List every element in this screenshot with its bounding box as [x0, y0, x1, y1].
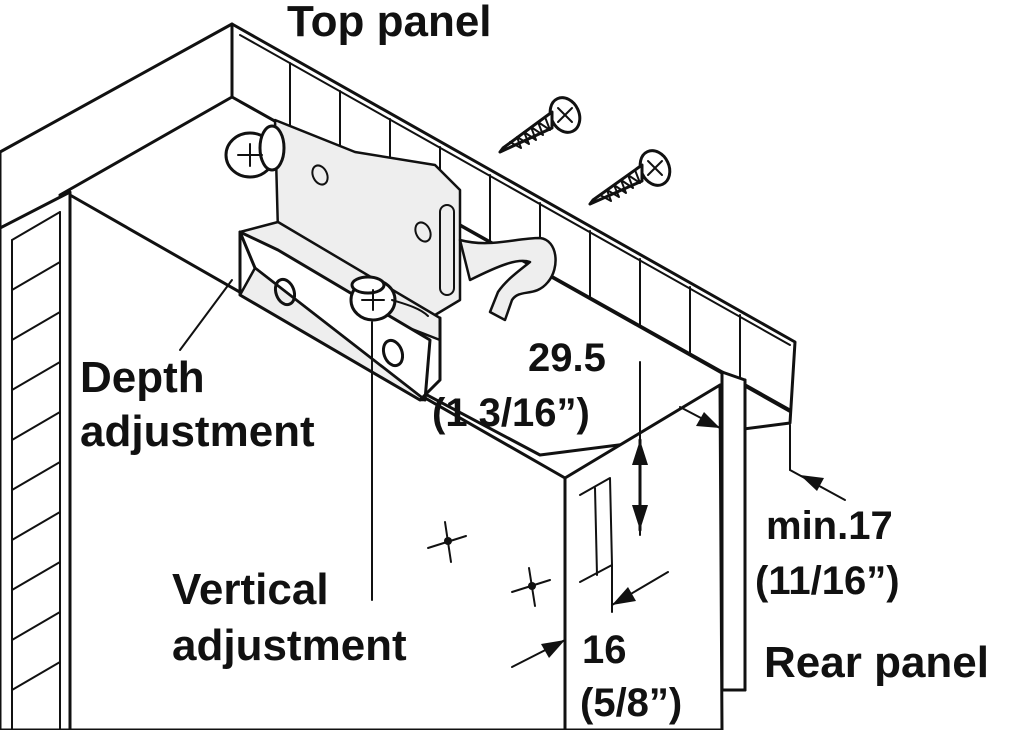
- label-top-panel: Top panel: [287, 0, 492, 46]
- dimension-16-mm: 16: [582, 628, 627, 672]
- drill-mark-2: [511, 567, 551, 607]
- cam-screw-vertical: [349, 275, 429, 322]
- dimension-16-inch: (5/8”): [580, 681, 683, 725]
- label-depth-adjustment-line1: Depth: [80, 353, 205, 402]
- wood-screw-2: [588, 149, 672, 206]
- rear-panel: [720, 370, 747, 692]
- label-depth-adjustment-line2: adjustment: [80, 407, 315, 456]
- cam-screw-top: [224, 124, 286, 179]
- side-panel: [0, 190, 72, 730]
- label-vertical-adjustment-line2: adjustment: [172, 621, 407, 670]
- wood-screw-1: [498, 96, 582, 154]
- drill-mark-1: [427, 521, 467, 563]
- dimension-min-17-mm: min.17: [766, 504, 893, 548]
- dimension-arrow-29-5: [632, 438, 648, 532]
- label-rear-panel: Rear panel: [764, 638, 989, 687]
- dimension-min-17-inch: (11/16”): [755, 559, 900, 603]
- dimension-arrow-min-17: [679, 406, 846, 501]
- dimension-29-5-mm: 29.5: [528, 336, 606, 380]
- dimension-arrow-16: [511, 564, 669, 668]
- dimension-29-5-inch: (1 3/16”): [432, 391, 590, 435]
- label-vertical-adjustment-line1: Vertical: [172, 565, 329, 614]
